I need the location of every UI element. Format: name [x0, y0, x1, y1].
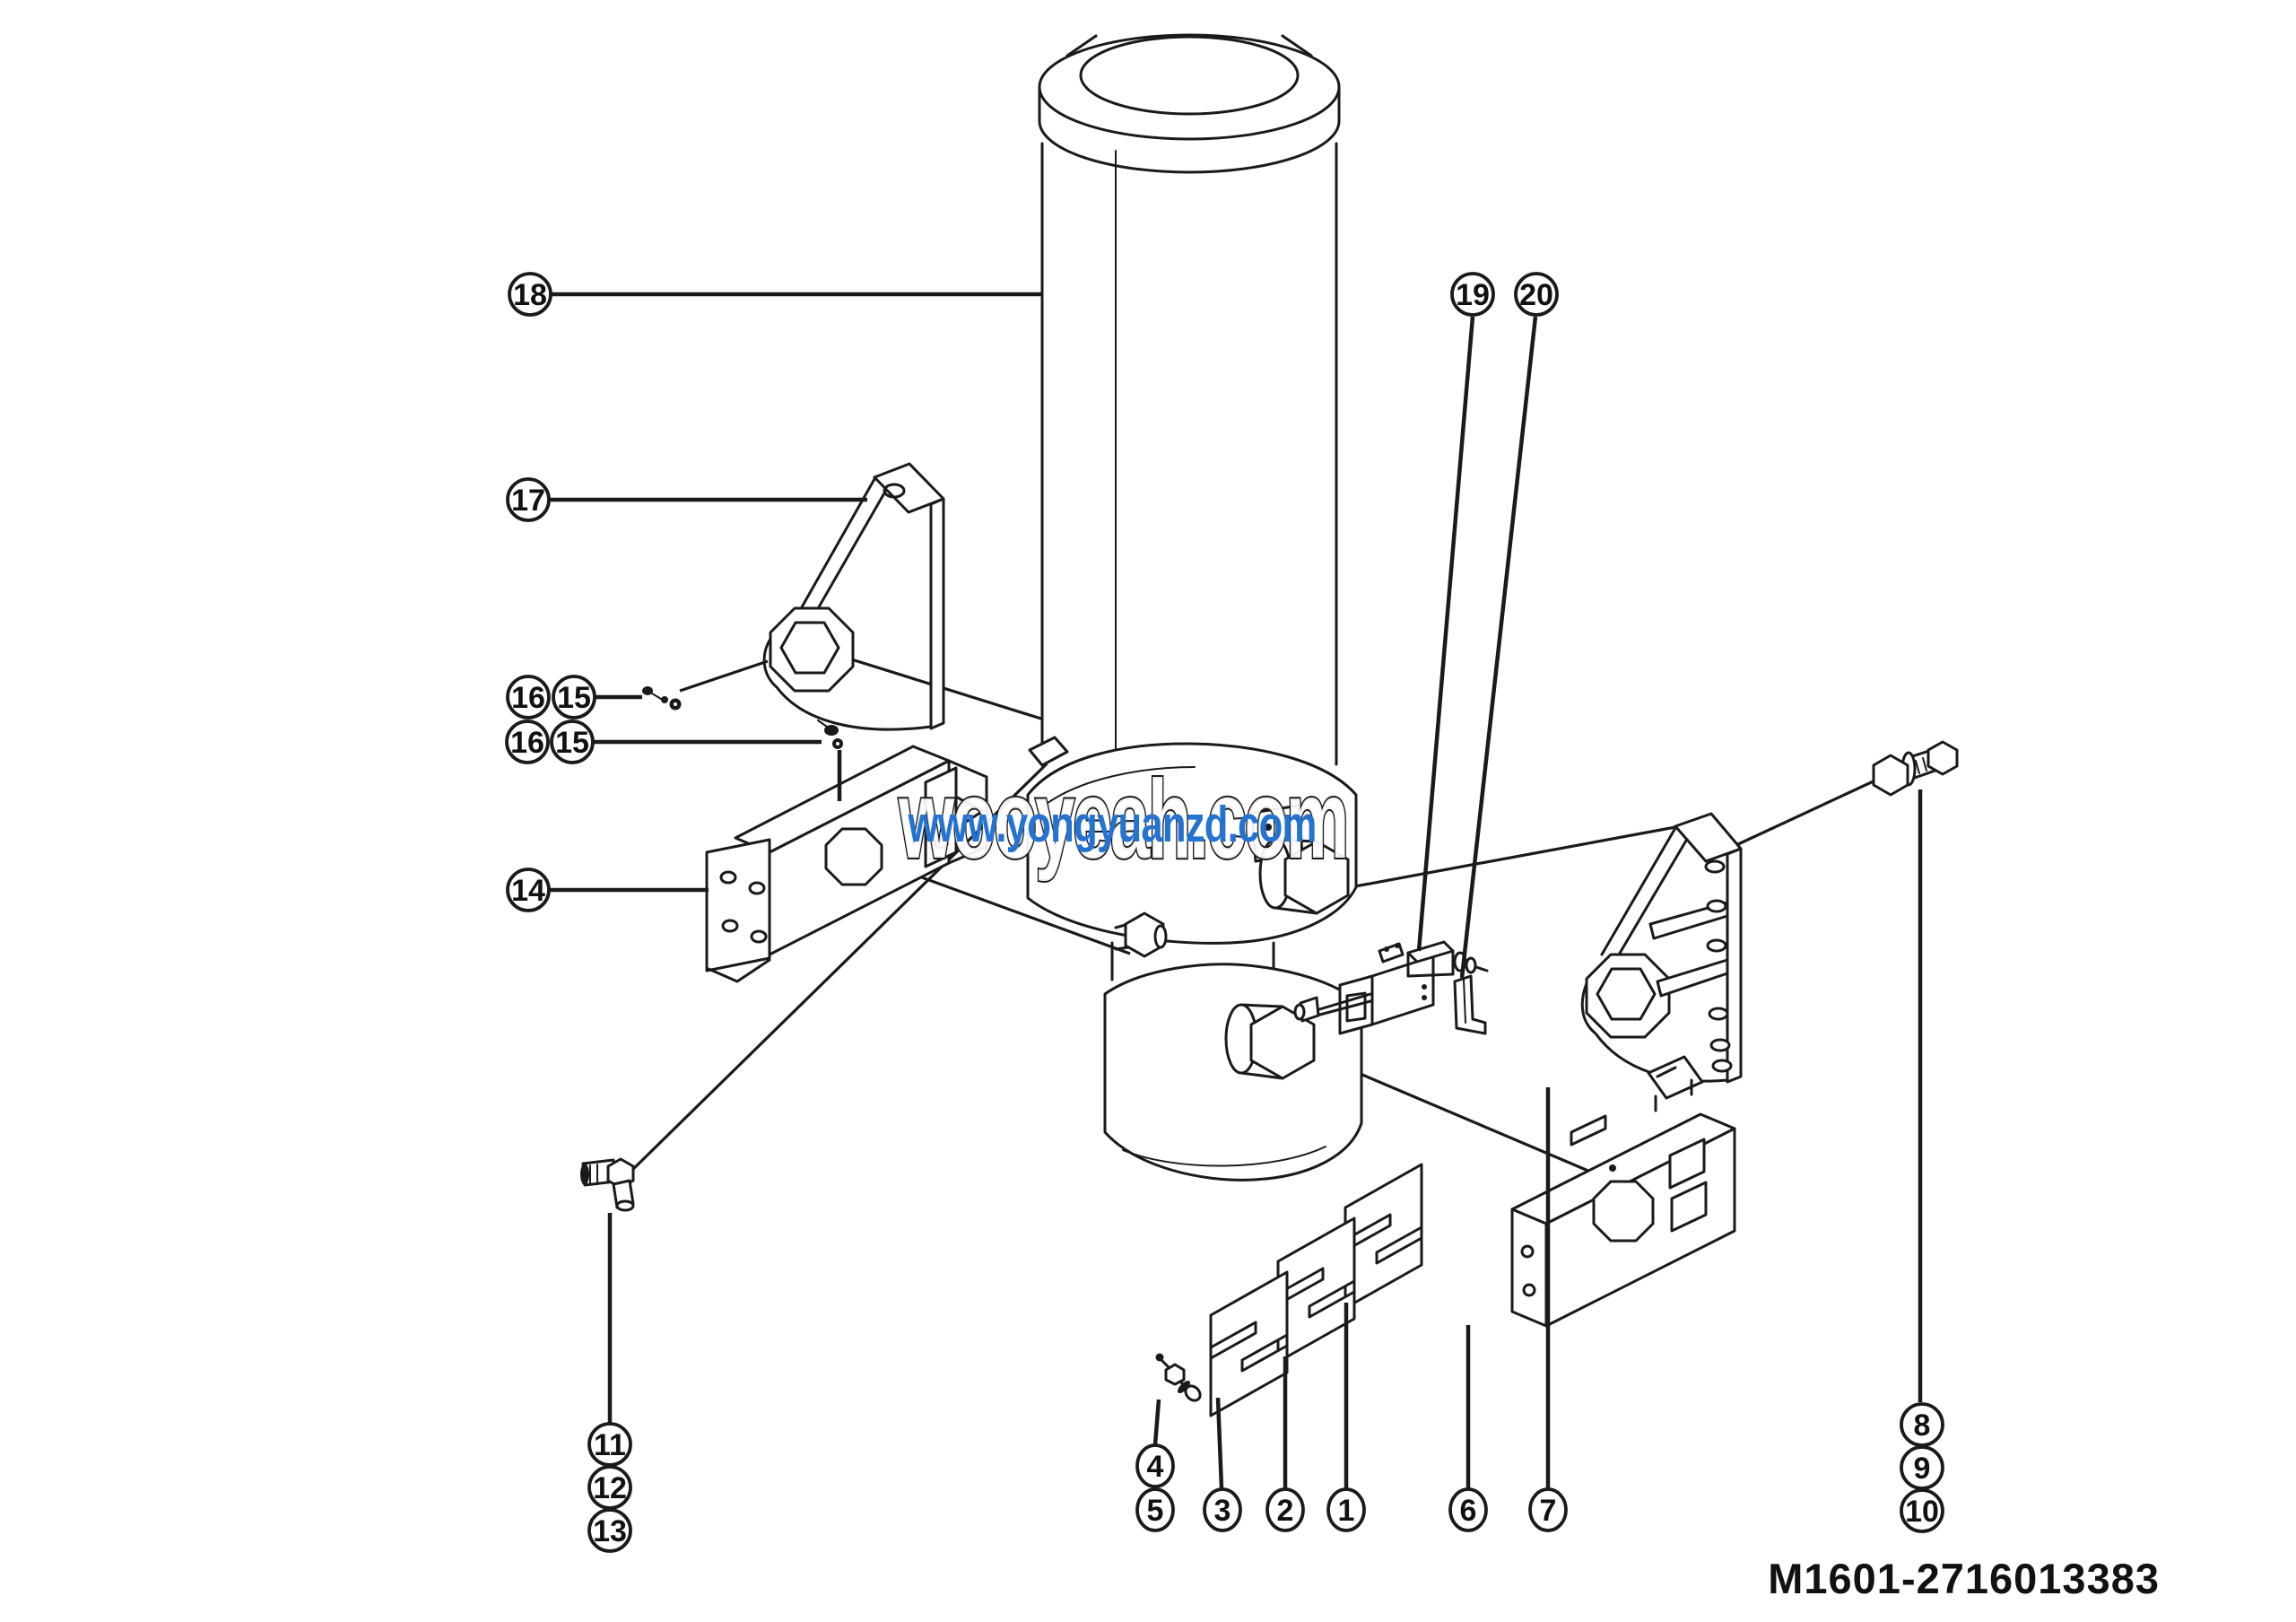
svg-text:2: 2 [1277, 1494, 1294, 1528]
svg-text:6: 6 [1460, 1494, 1477, 1528]
callout-8: 8 [1900, 1402, 1944, 1447]
svg-text:17: 17 [511, 484, 545, 518]
svg-text:8: 8 [1914, 1408, 1931, 1443]
valve-assembly [1293, 940, 1489, 1035]
callout-20: 20 [1514, 272, 1559, 317]
svg-text:11: 11 [594, 1428, 626, 1462]
callout-6: 6 [1448, 1487, 1488, 1532]
svg-text:10: 10 [1905, 1495, 1939, 1529]
callout-4: 4 [1135, 1443, 1175, 1488]
bolt-washer-nut [1872, 740, 1959, 797]
callout-1: 1 [1326, 1487, 1366, 1532]
bracket-left-triangular [762, 462, 945, 731]
svg-text:20: 20 [1519, 278, 1553, 312]
callout-18: 18 [508, 272, 552, 317]
screws-upper [642, 686, 682, 711]
svg-text:16: 16 [511, 681, 545, 715]
watermark-outline: wooyeah.com [898, 758, 1347, 882]
svg-text:7: 7 [1540, 1494, 1557, 1528]
callout-16: 16 [506, 675, 551, 719]
part-number: M1601-2716013383 [1768, 1555, 2160, 1602]
callout-16: 16 [505, 719, 550, 764]
line-trunnion-to-bracket7 [1344, 825, 1676, 890]
callout-9: 9 [1900, 1445, 1944, 1490]
callout-19: 19 [1450, 272, 1495, 317]
valve-clip-bracket [1453, 974, 1487, 1035]
svg-text:15: 15 [555, 726, 589, 760]
svg-text:4: 4 [1147, 1450, 1164, 1484]
svg-text:3: 3 [1214, 1494, 1231, 1528]
callout-12: 12 [587, 1465, 632, 1510]
grease-fitting [1155, 1353, 1202, 1402]
svg-text:15: 15 [557, 681, 591, 715]
line-elbow-to-collar [626, 740, 1071, 1176]
callout-14: 14 [506, 868, 551, 912]
callout-13: 13 [587, 1508, 632, 1553]
callout-10: 10 [1900, 1488, 1944, 1533]
line-screws-to-boss17 [679, 659, 769, 693]
callout-15: 15 [552, 675, 596, 719]
svg-text:5: 5 [1147, 1494, 1164, 1528]
leader-4-5 [1152, 1399, 1161, 1445]
line-trunnion-to-bracket6 [1313, 1052, 1621, 1186]
line-bolt-to-bracket7 [1737, 777, 1880, 846]
callout-15: 15 [550, 719, 595, 764]
callout-5: 5 [1135, 1487, 1175, 1532]
watermark-url: www.yongyuanzd.com [908, 796, 1317, 853]
callout-7: 7 [1528, 1487, 1568, 1532]
bracket-left-mount [705, 745, 988, 983]
svg-text:13: 13 [593, 1514, 627, 1548]
callout-17: 17 [506, 477, 551, 522]
elbow-fitting [580, 1157, 635, 1212]
bracket-right-mount [1510, 1055, 1736, 1328]
svg-text:14: 14 [511, 874, 545, 908]
bracket-right-triangular [1580, 812, 1743, 1084]
svg-text:12: 12 [593, 1471, 627, 1505]
callout-2: 2 [1265, 1487, 1305, 1532]
hoist-cylinder [1026, 33, 1363, 1182]
screw-lower [817, 719, 843, 749]
leader-3 [1215, 1397, 1224, 1489]
svg-text:9: 9 [1914, 1452, 1931, 1486]
shim-1 [1344, 1163, 1423, 1310]
leader-19 [1416, 316, 1475, 952]
svg-text:18: 18 [513, 278, 547, 312]
shim-2 [1276, 1216, 1356, 1364]
shim-3 [1209, 1270, 1289, 1417]
callout-11: 11 [587, 1422, 632, 1467]
svg-text:1: 1 [1338, 1494, 1355, 1528]
callout-3: 3 [1203, 1487, 1242, 1532]
leader-20 [1459, 316, 1538, 979]
leader-lines [550, 292, 1923, 1489]
shim-plates [1209, 1163, 1423, 1417]
svg-text:16: 16 [510, 726, 544, 760]
svg-text:19: 19 [1456, 278, 1490, 312]
